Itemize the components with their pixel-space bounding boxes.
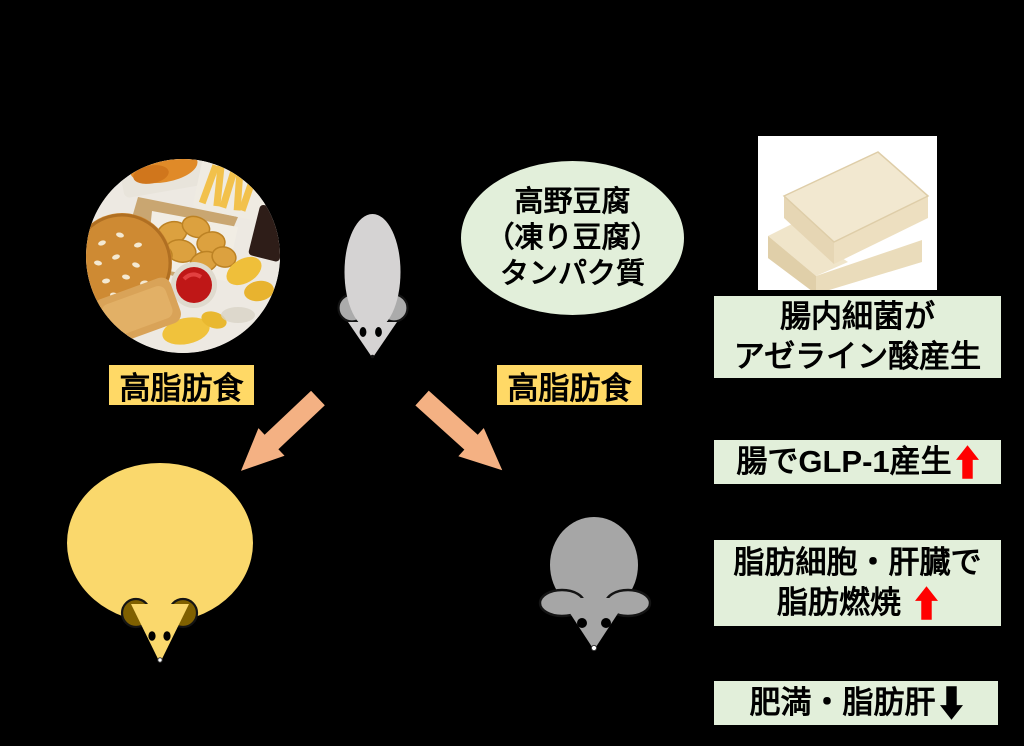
- diet-label-right: 高脂肪食: [494, 362, 645, 408]
- koya-dofu-photo: [758, 136, 937, 294]
- cola-cup: [248, 204, 280, 262]
- up-arrow-icon: [915, 586, 938, 620]
- up-arrow-icon: [955, 445, 979, 479]
- bubble-line: （凍り豆腐）: [485, 222, 660, 254]
- mouse-eye: [577, 618, 587, 628]
- mouse-top-icon: [337, 214, 409, 359]
- mouse-nose: [370, 354, 375, 359]
- diet-arrow-right-icon: [409, 384, 515, 485]
- koya-dofu-illustration: [758, 136, 937, 294]
- mouse-body: [344, 214, 401, 330]
- mouse-eye: [601, 618, 611, 628]
- mouse-snout: [348, 322, 397, 358]
- mouse-nose: [590, 644, 598, 652]
- table-scuff: [221, 307, 255, 323]
- result-line: 肥満・脂肪肝: [749, 685, 936, 720]
- result-line: 脂肪燃焼: [777, 585, 901, 620]
- lean-mouse-icon: [538, 517, 652, 652]
- result-line: 腸でGLP-1産生: [736, 444, 952, 479]
- junk-food-photo: [86, 159, 280, 353]
- mouse-snout: [560, 598, 628, 650]
- mouse-nose: [157, 657, 163, 663]
- bubble-line: 高野豆腐: [514, 186, 631, 218]
- result-box-obesity: 肥満・脂肪肝: [712, 679, 1000, 727]
- diet-arrow-left-icon: [228, 384, 331, 484]
- mouse-eye: [148, 631, 156, 641]
- junk-food-illustration: [86, 159, 280, 353]
- down-arrow-icon: [939, 686, 963, 720]
- mouse-eye: [375, 327, 382, 337]
- diet-label-left: 高脂肪食: [106, 362, 257, 408]
- potato-chips: [162, 256, 274, 345]
- tofu-protein-bubble: 高野豆腐 （凍り豆腐） タンパク質: [458, 158, 687, 318]
- mouse-body: [550, 517, 638, 613]
- mouse-eye: [359, 327, 367, 337]
- result-box-glp1: 腸でGLP-1産生: [712, 438, 1003, 486]
- result-line: 腸内細菌が: [780, 299, 935, 334]
- ketchup-cup: [171, 262, 217, 308]
- obese-mouse-icon: [67, 463, 253, 663]
- mouse-snout: [131, 604, 189, 663]
- result-line: アゼライン酸産生: [733, 339, 982, 374]
- result-box-azelaic: 腸内細菌が アゼライン酸産生: [712, 294, 1003, 380]
- result-box-fat-burn: 脂肪細胞・肝臓で 脂肪燃焼: [712, 538, 1003, 628]
- obese-mouse-body: [67, 463, 253, 623]
- bubble-line: タンパク質: [499, 258, 645, 290]
- mouse-eye: [163, 631, 171, 641]
- result-line: 脂肪細胞・肝臓で: [733, 545, 982, 580]
